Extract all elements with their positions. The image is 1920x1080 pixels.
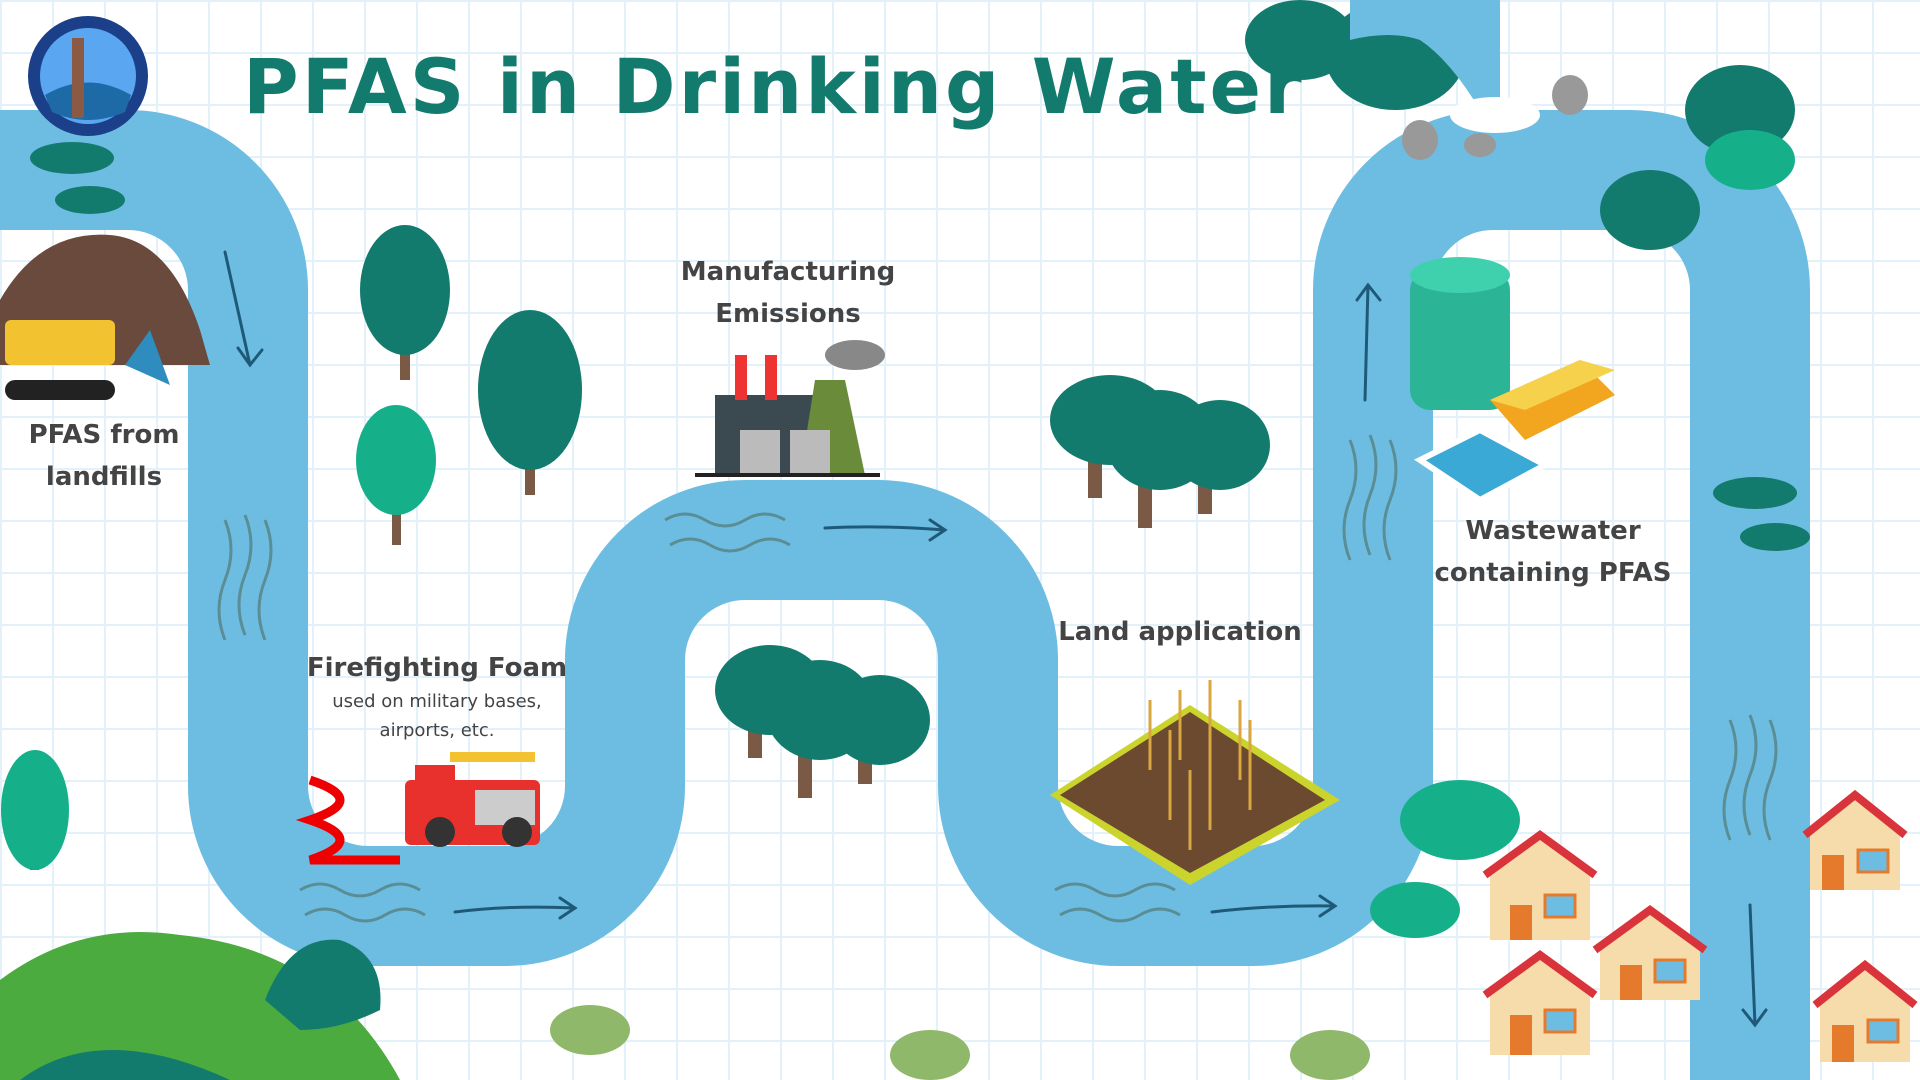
landfills-label: PFAS from landfills	[29, 414, 180, 498]
waterfall-splash	[1450, 97, 1540, 133]
firefighting-label: Firefighting Foam	[306, 653, 568, 683]
water-treatment-plant-icon	[1410, 257, 1615, 504]
lily-pad-icon	[30, 142, 1810, 551]
wastewater-label-line1: Wastewater	[1465, 516, 1641, 546]
flow-arrow-icon	[1741, 903, 1768, 1028]
house-icon	[1482, 950, 1598, 1055]
flow-arrow-icon	[823, 518, 948, 542]
tree-icon	[356, 405, 436, 545]
page-title: PFAS in Drinking Water	[243, 42, 1305, 131]
grass-icon	[550, 1005, 1370, 1080]
rock-icon	[1402, 75, 1588, 160]
manufacturing-label-line1: Manufacturing	[680, 257, 896, 287]
tree-icon	[1, 750, 69, 870]
river	[0, 110, 1810, 1080]
waterfall-icon	[1350, 0, 1500, 110]
flow-arrow-icon	[1210, 894, 1338, 918]
tree-cluster-icon	[1050, 375, 1270, 528]
hill-icon	[0, 932, 400, 1080]
tree-icon	[360, 225, 450, 380]
tree-icon	[478, 310, 582, 495]
house-icon	[1802, 789, 1908, 890]
landfills-label-line2: landfills	[45, 462, 163, 492]
landfills-label-line1: PFAS from	[28, 420, 180, 450]
landfill-icon	[0, 234, 210, 400]
fire-truck-icon	[295, 752, 540, 865]
farm-field-icon	[1050, 680, 1340, 885]
tree-cluster-icon	[715, 645, 930, 798]
wastewater-label-line2: containing PFAS	[1434, 558, 1672, 588]
house-icon	[1812, 959, 1918, 1062]
wastewater-label: Wastewater containing PFAS	[1435, 510, 1672, 594]
flow-arrow-icon	[453, 896, 578, 920]
dec-alaska-logo	[28, 16, 148, 136]
water-waves-icon	[217, 434, 1778, 923]
flow-arrow-icon	[223, 250, 264, 368]
land-application-label: Land application	[1058, 617, 1302, 647]
firefighting-sub1: used on military bases,	[332, 691, 542, 712]
flow-arrow-icon	[1355, 282, 1382, 402]
manufacturing-label-line2: Emissions	[715, 299, 861, 329]
house-icon	[1592, 905, 1708, 1000]
factory-icon	[695, 340, 885, 477]
firefighting-sub2: airports, etc.	[379, 720, 495, 741]
house-icon	[1482, 830, 1598, 940]
manufacturing-label: Manufacturing Emissions	[681, 251, 896, 335]
